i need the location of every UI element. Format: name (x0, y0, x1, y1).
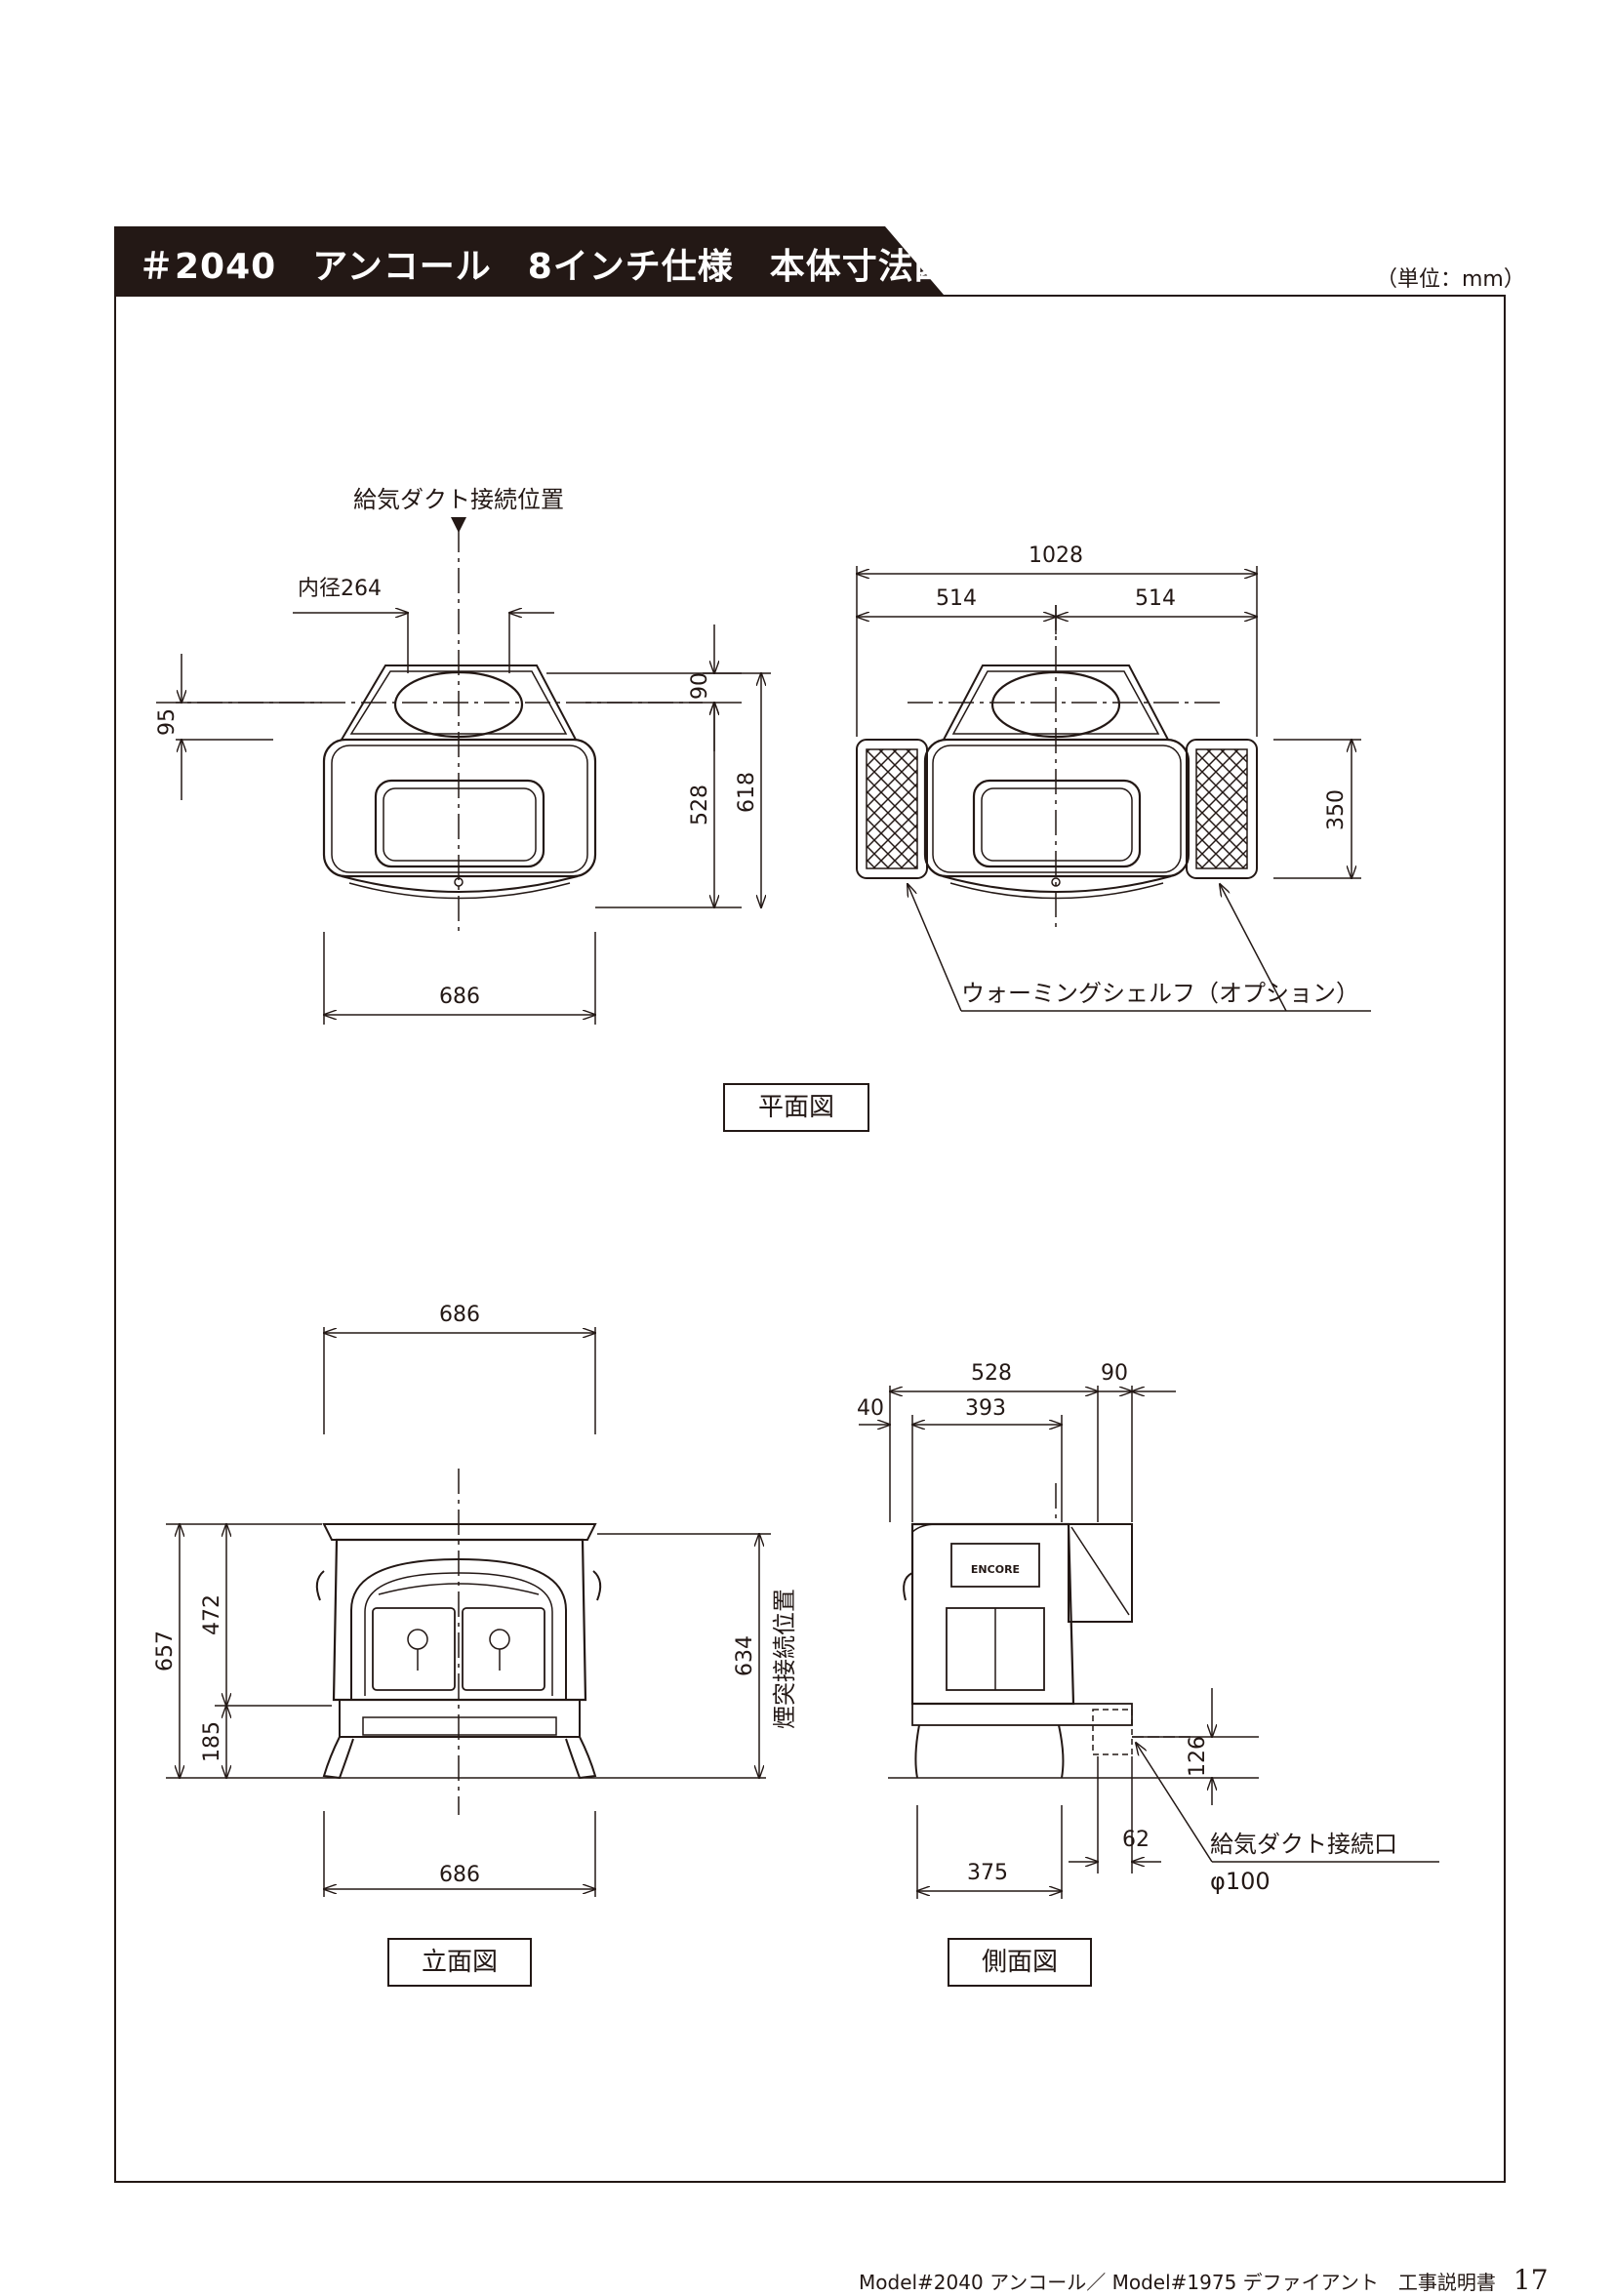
page-number: 17 (1513, 2264, 1549, 2296)
flue-position-label: 煙突接続位置 (771, 1589, 798, 1729)
air-duct-position-label: 給気ダクト接続位置 (353, 486, 564, 513)
plan-left-dimensions (176, 517, 771, 1025)
warming-shelf-label: ウォーミングシェルフ（オプション） (961, 980, 1359, 1007)
dim-528: 528 (688, 785, 712, 826)
dim-686-front-top: 686 (439, 1303, 480, 1327)
air-inlet-label: 給気ダクト接続口 (1210, 1831, 1397, 1858)
dim-126: 126 (1186, 1736, 1210, 1777)
plan-view-with-shelves (856, 605, 1258, 927)
dim-686-plan: 686 (439, 985, 480, 1009)
dim-62: 62 (1122, 1828, 1150, 1852)
front-dimensions (166, 1327, 771, 1897)
side-view-label: 側面図 (948, 1938, 1092, 1987)
dim-514-right: 514 (1135, 586, 1176, 611)
dim-90: 90 (688, 672, 712, 700)
dim-657: 657 (153, 1631, 178, 1672)
page-title: ＃2040 アンコール 8インチ仕様 本体寸法図 (139, 247, 950, 287)
dim-185: 185 (200, 1721, 224, 1762)
dim-90-side: 90 (1101, 1361, 1128, 1386)
front-view-stove (315, 1469, 602, 1815)
unit-note: （単位：mm） (1376, 267, 1525, 292)
dim-514-left: 514 (936, 586, 977, 611)
dim-95: 95 (155, 708, 180, 736)
dim-350: 350 (1324, 789, 1349, 830)
brand-plate-text: ENCORE (971, 1563, 1020, 1576)
dim-634: 634 (733, 1635, 757, 1676)
plan-view-stove (156, 527, 703, 932)
side-view-stove (888, 1483, 1259, 1779)
dim-1028: 1028 (1029, 544, 1083, 568)
dim-528-side: 528 (971, 1361, 1012, 1386)
header-bar (114, 226, 944, 295)
front-view-label: 立面図 (387, 1938, 532, 1987)
dim-472: 472 (200, 1594, 224, 1635)
footer-text: Model#2040 アンコール／ Model#1975 デファイアント 工事説… (859, 2271, 1496, 2294)
plan-right-dimensions (857, 566, 1371, 1012)
plan-view-label: 平面図 (723, 1083, 869, 1132)
drawing-frame (114, 295, 1506, 2183)
footer: Model#2040 アンコール／ Model#1975 デファイアント 工事説… (859, 2264, 1549, 2296)
dim-375: 375 (967, 1861, 1008, 1885)
dim-618: 618 (735, 772, 759, 813)
side-dimensions (859, 1386, 1439, 1899)
dim-40: 40 (857, 1396, 884, 1421)
dim-686-front-bottom: 686 (439, 1863, 480, 1887)
air-inlet-diameter: φ100 (1210, 1868, 1271, 1895)
inner-diameter-label: 内径264 (298, 577, 382, 601)
dim-393: 393 (965, 1396, 1006, 1421)
